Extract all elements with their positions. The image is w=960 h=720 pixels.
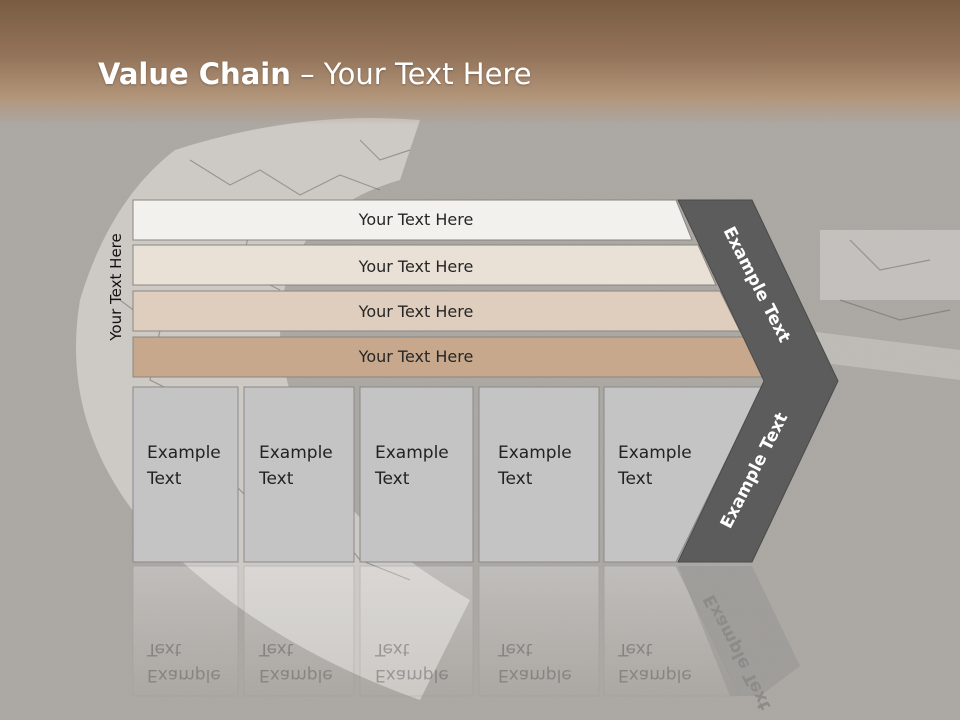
activity-box-2-line2: Text (258, 469, 294, 489)
reflection-box-1-line1: Example (147, 665, 221, 685)
activity-box-3-line1: Example (375, 443, 449, 463)
reflection-box-5-line1: Example (618, 665, 692, 685)
reflection-box-4-line1: Example (498, 665, 572, 685)
primary-activity-boxes: Example Text Example Text Example Text E… (132, 386, 763, 563)
activity-box-3-line2: Text (374, 469, 410, 489)
slide-title-rest: – Your Text Here (290, 57, 532, 91)
support-bar-1-label: Your Text Here (358, 210, 474, 229)
activity-box-2[interactable] (243, 386, 355, 563)
support-bar-2-label: Your Text Here (358, 257, 474, 276)
activity-box-1-line2: Text (146, 469, 182, 489)
slide-title: Value Chain – Your Text Here (98, 52, 532, 96)
activity-box-1[interactable] (132, 386, 239, 563)
activity-box-2-line1: Example (259, 443, 333, 463)
support-bar-2[interactable] (132, 244, 717, 286)
activity-box-5-line1: Example (618, 443, 692, 463)
support-bar-3-label: Your Text Here (358, 302, 474, 321)
activity-box-4-line1: Example (498, 443, 572, 463)
reflection-box-3-line1: Example (375, 665, 449, 685)
margin-chevron[interactable] (677, 199, 839, 563)
activity-box-4-line2: Text (497, 469, 533, 489)
diagram-reflection: Text Example Text Example Text Example T… (132, 565, 800, 713)
reflection-box-2-line1: Example (259, 665, 333, 685)
activity-box-5-line2: Text (617, 469, 653, 489)
reflection-box-5-line2: Text (617, 639, 653, 659)
activity-box-4[interactable] (478, 386, 600, 563)
activity-box-3[interactable] (359, 386, 474, 563)
support-bar-4-label: Your Text Here (358, 347, 474, 366)
activity-box-5[interactable] (603, 386, 763, 563)
support-bars: Your Text Here Your Text Here Your Text … (132, 199, 765, 378)
reflection-box-4-line2: Text (497, 639, 533, 659)
slide-title-bold: Value Chain (98, 57, 291, 91)
reflection-box-3-line2: Text (374, 639, 410, 659)
support-bar-1[interactable] (132, 199, 693, 241)
reflection-box-2-line2: Text (258, 639, 294, 659)
title-banner (0, 0, 960, 125)
activity-box-1-line1: Example (147, 443, 221, 463)
reflection-box-1-line2: Text (146, 639, 182, 659)
side-label: Your Text Here (107, 233, 125, 341)
